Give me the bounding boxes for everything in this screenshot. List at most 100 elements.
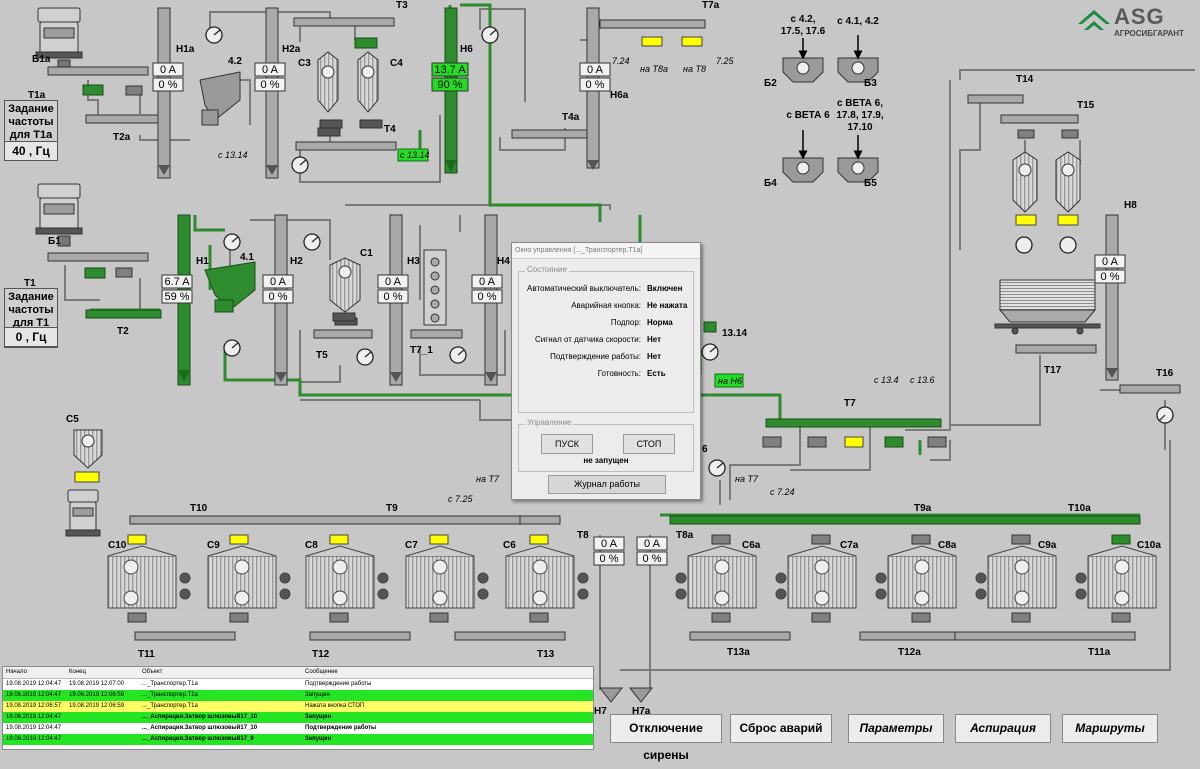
log-cell: 19.08.2019 12:04:47 (6, 692, 62, 698)
separator-4-2[interactable] (199, 71, 241, 126)
state-row: Подтверждение работы:Нет (523, 352, 699, 366)
label-b2: Б2 (764, 78, 777, 89)
label-c4: С4 (390, 58, 403, 69)
dialog-title[interactable]: Окно управления [..._Транспортер.Т1а] (512, 243, 700, 259)
label-t17: Т17 (1044, 365, 1062, 376)
log-col-start[interactable]: Начало (6, 669, 27, 675)
label-t1: Т1 (24, 278, 36, 289)
gates-grey[interactable] (115, 85, 1131, 623)
log-cell (66, 723, 139, 734)
label-c7: С7 (405, 540, 418, 551)
log-col-message[interactable]: Сообщение (305, 669, 338, 675)
state-key: Подтверждение работы: (550, 352, 641, 361)
label-src-b5: с ВЕТА 6,17.8, 17.9,17.10 (836, 98, 883, 133)
silo-t15-left[interactable] (1012, 151, 1038, 213)
motor-ticks (213, 29, 1166, 469)
state-key: Аварийная кнопка: (571, 301, 641, 310)
log-cell: 19.08.2019 12:04:47 (6, 714, 62, 720)
active-conveyors[interactable] (85, 309, 1141, 525)
log-cell: ..._Аспирация.Затвор шлюзовый17_10 (142, 725, 258, 731)
meter-h1-amps: 6.7 A (164, 276, 190, 288)
parameters-button[interactable]: Параметры (848, 714, 944, 743)
silo-t15-right[interactable] (1055, 151, 1081, 213)
aspiration-button[interactable]: Аспирация (955, 714, 1051, 743)
routes-button[interactable]: Маршруты (1062, 714, 1158, 743)
start-button[interactable]: ПУСК (541, 434, 593, 454)
silo-c5[interactable] (73, 429, 103, 469)
label-h6a: Н6а (610, 90, 629, 101)
separator-4-1[interactable] (204, 261, 256, 313)
label-t9a: Т9а (914, 503, 932, 514)
meter-h4-percent: 0 % (478, 291, 497, 303)
log-cell: ..._Аспирация.Затвор шлюзовый17_10 (142, 714, 258, 720)
run-status: не запущен (583, 456, 629, 465)
freq-t1a-value[interactable]: 40 , Гц (4, 141, 58, 161)
control-dialog[interactable]: Окно управления [..._Транспортер.Т1а] Со… (511, 242, 701, 500)
state-row: Аварийная кнопка:Не нажата (523, 301, 699, 315)
log-col-object[interactable]: Объект (142, 669, 163, 675)
state-value: Нет (647, 335, 662, 344)
silo-c3[interactable] (317, 51, 343, 129)
label-src-b4: с ВЕТА 6 (786, 110, 830, 121)
control-group-title: Управление (525, 418, 574, 427)
label-4-1: 4.1 (240, 252, 254, 263)
control-group: Управление ПУСК СТОП не запущен (518, 418, 694, 472)
log-cell: 19.08.2019 12:04:47 (6, 681, 62, 687)
meter-h8-amps: 0 A (1102, 256, 1119, 268)
event-log[interactable]: Начало Конец Объект Сообщение 19.08.2019… (2, 666, 594, 750)
log-row[interactable]: 19.08.2019 12:04:47 ..._Аспирация.Затвор … (3, 712, 593, 723)
log-cell: ..._Транспортер.Т1а (142, 703, 198, 709)
journal-button[interactable]: Журнал работы (548, 475, 666, 494)
log-row[interactable]: 19.08.2019 12:04:47 ..._Аспирация.Затвор … (3, 723, 593, 734)
state-key: Готовность: (597, 369, 641, 378)
meter-h6a-percent: 0 % (586, 79, 605, 91)
gates-green[interactable] (82, 37, 1131, 545)
meter-boxes: 0 A0 %0 A0 %13.7 A90 %0 A0 %6.7 A59 %0 A… (152, 62, 1126, 566)
label-h6: Н6 (460, 44, 473, 55)
brand-sub: АГРОСИБГАРАНТ (1114, 29, 1184, 38)
label-c1: С1 (360, 248, 373, 259)
label-t2a: Т2а (113, 132, 131, 143)
log-col-end[interactable]: Конец (69, 669, 86, 675)
meter-h1: 6.7 A59 % (161, 274, 193, 304)
state-row: Подпор:Норма (523, 318, 699, 332)
sensor-tags[interactable]: с 13.14 на Н6 (397, 148, 744, 388)
freq-t1-value[interactable]: 0 , Гц (4, 327, 58, 347)
label-s-7-25: с 7.25 (448, 494, 474, 504)
label-c6a: С6а (742, 540, 761, 551)
label-t10a: Т10а (1068, 503, 1091, 514)
label-c3: С3 (298, 58, 311, 69)
tag-na-h6: на Н6 (718, 376, 742, 386)
dryer-column[interactable] (423, 249, 447, 326)
silo-c4[interactable] (357, 51, 383, 129)
silo-c10 (107, 545, 191, 609)
stop-button[interactable]: СТОП (623, 434, 675, 454)
label-na-t7-b: на Т7 (735, 474, 759, 484)
reset-alarms-button[interactable]: Сброс аварий (730, 714, 832, 743)
meter-h2: 0 A0 % (262, 274, 294, 304)
log-cell: 19.08.2019 12:04:47 (6, 725, 62, 731)
meter-h1a-amps: 0 A (160, 64, 177, 76)
siren-off-button[interactable]: Отключение сирены (610, 714, 722, 762)
truck-b1a (35, 7, 83, 71)
hopper-h7 (598, 687, 654, 703)
label-t11: Т11 (138, 649, 155, 660)
gates-yellow[interactable] (74, 36, 1079, 545)
label-c7a: С7а (840, 540, 859, 551)
label-c8a: С8а (938, 540, 957, 551)
label-t13: Т13 (537, 649, 555, 660)
meter-h6-percent: 90 % (437, 79, 462, 91)
silo-row[interactable] (107, 545, 1157, 609)
state-group: Состояние Автоматический выключатель:Вкл… (518, 265, 694, 413)
label-na-t7: на Т7 (476, 474, 500, 484)
conveyors[interactable] (47, 17, 1181, 641)
log-row[interactable]: 19.08.2019 12:04:47..._Аспирация.Затвор … (3, 734, 593, 745)
meter-h2a-amps: 0 A (262, 64, 279, 76)
truck-b1 (35, 183, 83, 247)
state-key: Подпор: (610, 318, 641, 327)
silo-c10a (1075, 545, 1157, 609)
freq-t1a-caption: Задание частоты для Т1а (8, 103, 54, 141)
